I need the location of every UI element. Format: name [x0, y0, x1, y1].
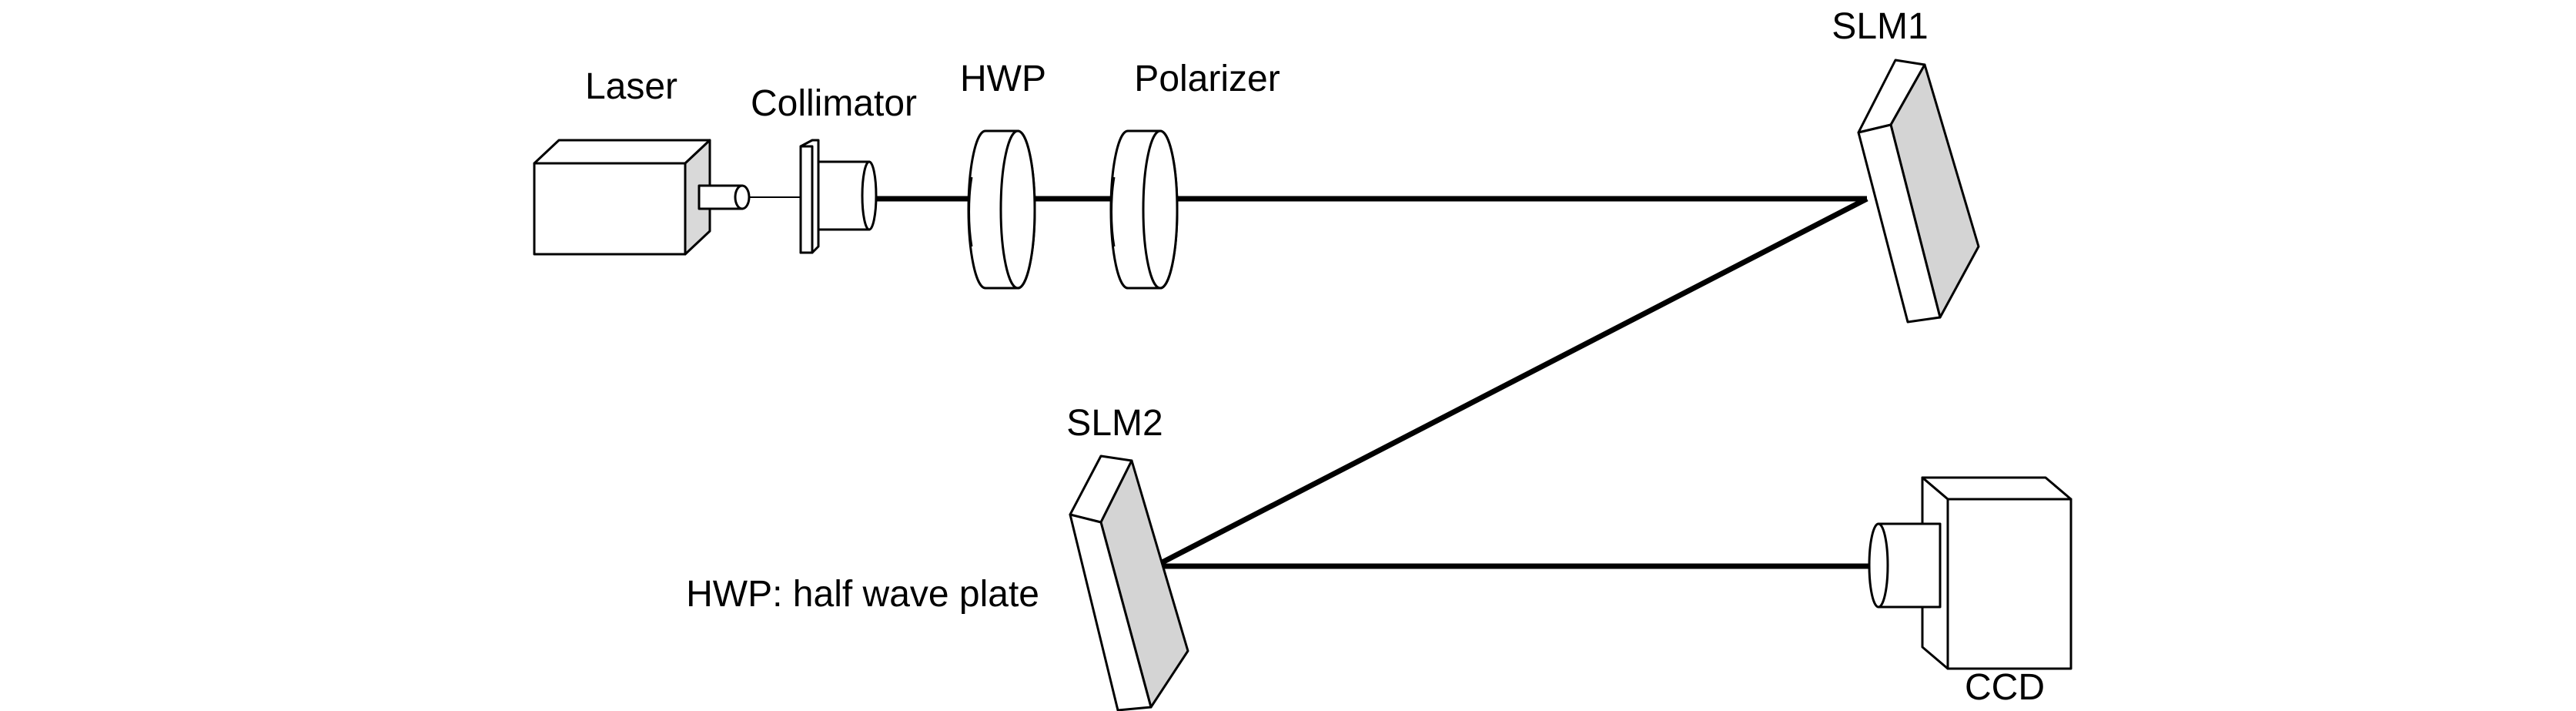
hwp-label: HWP: [960, 59, 1046, 99]
collimator: [799, 139, 878, 254]
slm2: [1069, 454, 1189, 711]
laser-label: Laser: [585, 66, 677, 107]
slm1-label: SLM1: [1832, 6, 1928, 47]
ccd-label: CCD: [1965, 667, 2045, 708]
slm1-to-slm2-beam: [1153, 196, 1868, 569]
polarizer: [1109, 129, 1179, 290]
polarizer-label: Polarizer: [1134, 59, 1280, 99]
ccd-camera: [1868, 476, 2073, 670]
beam-paths: [745, 196, 1871, 569]
slm2-label: SLM2: [1066, 403, 1163, 444]
half-wave-plate: [967, 129, 1036, 290]
legend-hwp-definition: HWP: half wave plate: [686, 574, 1039, 615]
slm1: [1857, 59, 1980, 324]
laser: [533, 139, 751, 256]
collimator-label: Collimator: [751, 83, 917, 124]
